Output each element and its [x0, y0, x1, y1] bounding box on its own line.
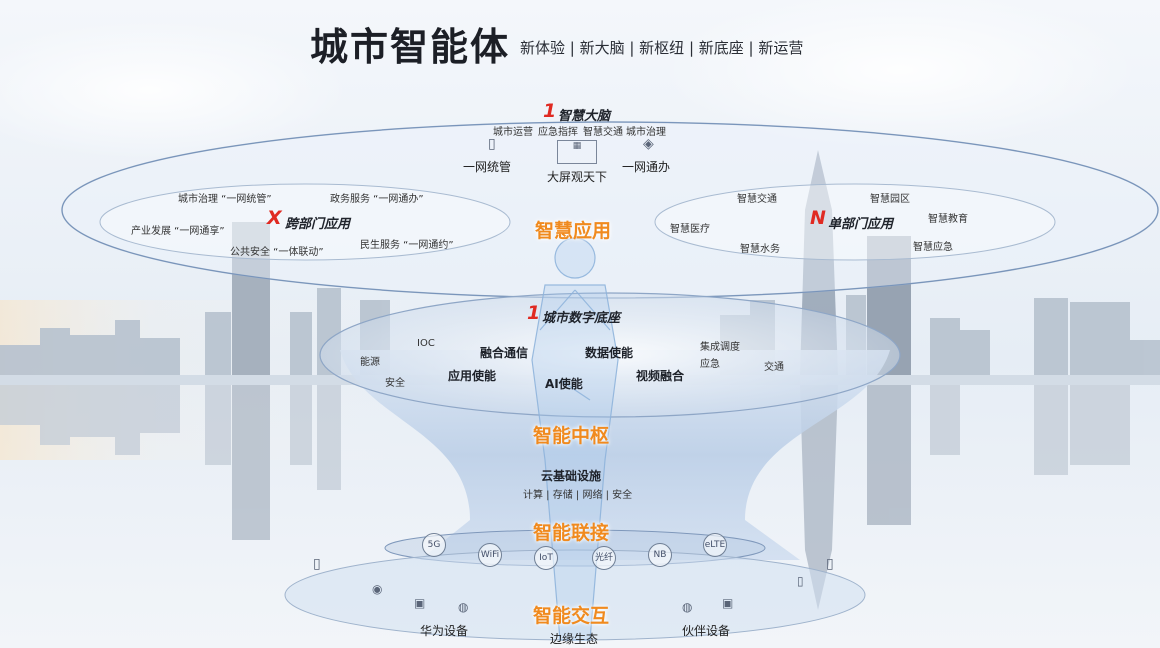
layer-app-label: 智慧应用 — [535, 220, 612, 242]
single-dept-item: 智慧园区 — [870, 194, 910, 205]
cross-dept-item: 民生服务 “一网通约” — [360, 240, 454, 251]
brain-item: 城市治理 — [626, 127, 666, 138]
cross-dept-label: 跨部门应用 — [285, 217, 351, 232]
brain-icon-item: 大屏观天下 — [547, 170, 608, 184]
cross-dept-number: X — [267, 207, 282, 229]
hub-item: AI使能 — [545, 377, 583, 391]
brain-item: 应急指挥 — [538, 127, 578, 138]
brain-item: 智慧交通 — [583, 127, 623, 138]
nb-icon: NB — [648, 543, 672, 567]
brain-icon-item: 一网统管 — [463, 160, 512, 174]
camera-icon: ◉ — [372, 582, 383, 596]
fiber-icon: 光纤 — [592, 546, 616, 570]
cloud-infra-label: 云基础设施 — [541, 469, 602, 483]
hub-base-label: 城市数字底座 — [542, 311, 621, 326]
hub-side-item: 交通 — [764, 362, 784, 373]
hub-number: 1 — [527, 302, 541, 324]
single-dept-number: N — [810, 207, 826, 229]
hub-item: 视频融合 — [636, 369, 685, 383]
brain-item: 城市运营 — [493, 127, 533, 138]
hub-side-item: 能源 — [360, 357, 380, 368]
wifi-icon: WiFi — [478, 543, 502, 567]
cross-dept-item: 产业发展 “一网通享” — [131, 226, 225, 237]
single-dept-label: 单部门应用 — [828, 217, 894, 232]
hub-item: 融合通信 — [480, 346, 529, 360]
huawei-device-label: 华为设备 — [420, 624, 469, 638]
iot-icon: IoT — [534, 546, 558, 570]
elte-icon: eLTE — [703, 533, 727, 557]
hub-side-item: 安全 — [385, 378, 405, 389]
brain-icon-item: 一网通办 — [622, 160, 671, 174]
hub-side-item: IOC — [417, 338, 435, 349]
partner-tablet-icon: ▯ — [797, 574, 804, 588]
page-subtitle: 新体验 | 新大脑 | 新枢纽 | 新底座 | 新运营 — [520, 39, 804, 57]
layer-connect-label: 智能联接 — [533, 522, 610, 544]
partner-device-icon: ◍ — [682, 600, 693, 614]
hub-item: 应用使能 — [448, 369, 497, 383]
tablet-icon: ▯ — [313, 556, 321, 572]
device-icon: ▣ — [414, 596, 426, 610]
single-dept-item: 智慧医疗 — [670, 224, 710, 235]
single-dept-item: 智慧教育 — [928, 214, 968, 225]
partner-phone-icon: ▯ — [826, 556, 834, 572]
single-dept-item: 智慧交通 — [737, 194, 777, 205]
cloud-infra-items: 计算 | 存储 | 网络 | 安全 — [523, 490, 633, 501]
hub-side-item: 应急 — [700, 359, 720, 370]
cross-dept-item: 城市治理 “一网统管” — [178, 194, 272, 205]
phone-icon: ▯ — [488, 136, 496, 152]
partner-device-label: 伙伴设备 — [682, 624, 731, 638]
layer-interact-label: 智能交互 — [533, 605, 610, 627]
cross-dept-item: 公共安全 “一体联动” — [230, 247, 324, 258]
sensor-icon: ◍ — [458, 600, 469, 614]
single-dept-item: 智慧应急 — [913, 242, 953, 253]
brain-number: 1 — [543, 100, 557, 122]
page-title: 城市智能体 — [310, 25, 511, 69]
hub-item: 集成调度 — [700, 342, 740, 353]
big-screen-icon: ▦ — [557, 140, 597, 164]
edge-eco-label: 边缘生态 — [550, 632, 599, 646]
partner-camera-icon: ▣ — [722, 596, 734, 610]
5g-icon: 5G — [422, 533, 446, 557]
map-icon: ◈ — [643, 136, 654, 152]
hub-item: 数据使能 — [585, 346, 634, 360]
single-dept-item: 智慧水务 — [740, 244, 780, 255]
brain-label: 智慧大脑 — [558, 109, 611, 124]
cross-dept-item: 政务服务 “一网通办” — [330, 194, 424, 205]
layer-hub-label: 智能中枢 — [533, 425, 610, 447]
